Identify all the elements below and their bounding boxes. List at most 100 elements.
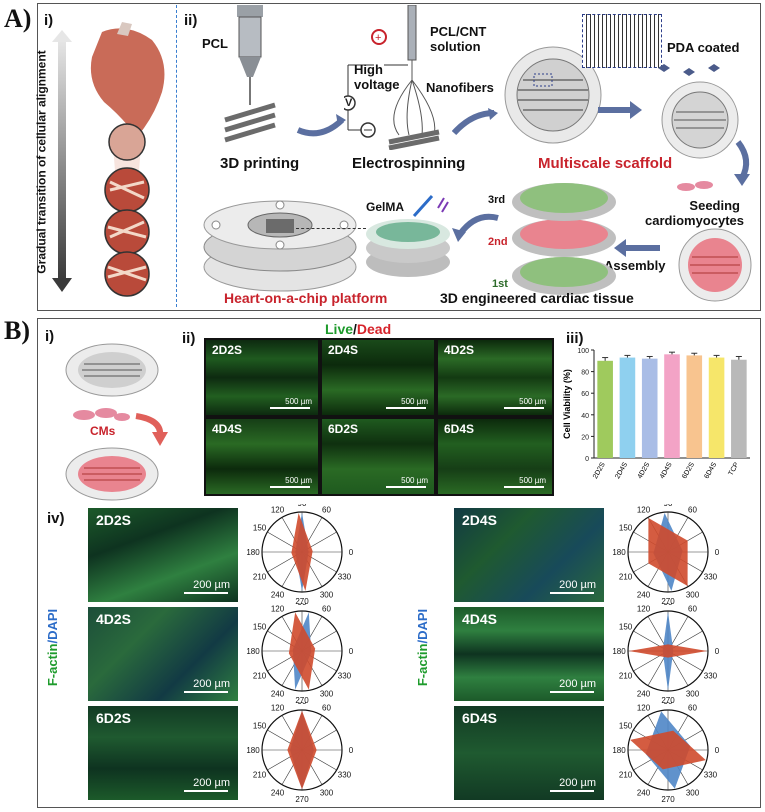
live-dead-image: 4D2S 500 µm [438,340,552,415]
panel-b-frame [37,318,761,808]
orientation-polar-plot: 90600330300270240210180150120 [246,603,354,703]
panel-b-ii-label: ii) [182,330,196,347]
multiscale-scaffold [504,46,602,144]
b-scaffold [65,343,159,397]
polar-angle-label: 60 [688,506,697,515]
polar-angle-label: 120 [271,704,285,713]
polar-angle-label: 270 [295,696,309,703]
y-tick-label: 40 [581,413,589,420]
polar-angle-label: 240 [637,788,651,797]
polar-angle-label: 240 [637,689,651,698]
x-tick-label: 4D2S [637,461,652,480]
image-label: 6D2S [96,710,132,726]
printing-label: 3D printing [220,155,300,172]
live-dead-image: 6D2S 500 µm [322,419,434,494]
polar-angle-label: 330 [704,573,718,582]
alignment-arrow [52,30,72,292]
b-seed-arrow [135,413,168,446]
flow-arrow-1 [296,114,346,137]
polar-angle-label: 0 [715,647,720,656]
polar-angle-label: 240 [271,788,285,797]
flow-arrow-3 [598,101,642,119]
image-label: 4D2S [444,343,475,357]
panel-b-letter: B) [4,316,30,345]
image-label: 4D4S [462,611,498,627]
polar-angle-label: 180 [612,647,626,656]
factin-label: F-actin [415,643,431,687]
polar-angle-label: 300 [320,590,334,599]
polar-angle-label: 240 [637,590,651,599]
polar-angle-label: 60 [688,704,697,713]
b-seeded-scaffold [65,447,159,501]
polar-angle-label: 240 [271,689,285,698]
platform-label: Heart-on-a-chip platform [224,290,388,306]
polar-angle-label: 210 [253,573,267,582]
high-voltage-label: High voltage [354,62,400,92]
live-dead-image: 2D2S 500 µm [206,340,318,415]
polar-angle-label: 300 [320,788,334,797]
polar-angle-label: 270 [661,597,675,604]
panel-b-iv-label: iv) [47,510,65,527]
y-axis-label: Cell Viability (%) [562,369,572,439]
tissue-label: 3D engineered cardiac tissue [440,290,634,306]
image-label: 2D4S [462,512,498,528]
scale-bar [504,486,544,488]
live-dead-grid: 2D2S 500 µm 2D4S 500 µm 4D2S 500 µm 4D4S… [204,338,554,496]
polar-angle-label: 90 [298,504,307,508]
nanofibers-label: Nanofibers [426,80,494,95]
flow-arrow-2 [452,108,498,136]
orientation-polar-plot: 90600330300270240210180150120 [612,603,720,703]
flow-arrow-4 [734,140,750,186]
polar-angle-label: 60 [688,605,697,614]
pda-scaffold [658,64,739,159]
polar-angle-label: 120 [637,506,651,515]
polar-angle-label: 240 [271,590,285,599]
stain-image: 4D4S 200 µm [454,607,604,701]
pcl-cnt-label: PCL/CNT solution [430,24,487,54]
seeded-scaffold [678,228,752,302]
polar-angle-label: 150 [253,722,267,731]
scale-bar [550,691,594,693]
red-distribution [648,518,688,586]
orientation-polar-plot: 90600330300270240210180150120 [612,702,719,802]
polar-angle-label: 120 [271,506,285,515]
bar [664,354,680,458]
live-dead-title: Live/Dead [325,321,391,337]
chip-zoom-link [296,228,366,229]
image-label: 4D2S [96,611,132,627]
x-tick-label: 2D2S [592,461,607,480]
scale-bar [184,691,228,693]
scale-bar [184,790,228,792]
image-label: 6D4S [444,422,475,436]
alignment-label: Gradual transition of cellular alignment [34,50,49,274]
polar-angle-label: 0 [349,647,354,656]
scale-bar [504,407,544,409]
dapi-label: /DAPI [415,608,431,644]
assembly-label: Assembly [604,258,666,273]
polar-angle-label: 270 [661,696,675,703]
polar-angle-label: 90 [298,603,307,607]
red-distribution [291,512,313,592]
live-dead-image: 6D4S 500 µm [438,419,552,494]
polar-angle-label: 180 [246,548,260,557]
polar-angle-label: 150 [619,623,633,632]
polar-angle-label: 330 [338,771,352,780]
x-tick-label: 6D4S [703,461,718,480]
bar [641,358,658,458]
orientation-polar-plot: 90600330300270240210180150120 [246,504,353,604]
image-label: 6D2S [328,422,359,436]
scale-bar [550,790,594,792]
svg-text:+: + [375,32,381,44]
polar-angle-label: 90 [664,702,673,706]
polar-angle-label: 270 [661,795,675,802]
polar-angle-label: 180 [612,746,626,755]
scale-text: 500 µm [519,397,546,406]
factin-dapi-right: F-actin/DAPI [415,609,430,686]
scale-bar [184,592,228,594]
gelma-label: GelMA [366,200,405,214]
polar-angle-label: 300 [686,689,700,698]
red-distribution [288,612,316,690]
flow-arrow-6 [452,213,499,242]
polar-angle-label: 210 [619,672,633,681]
polar-angle-label: 0 [715,548,720,557]
